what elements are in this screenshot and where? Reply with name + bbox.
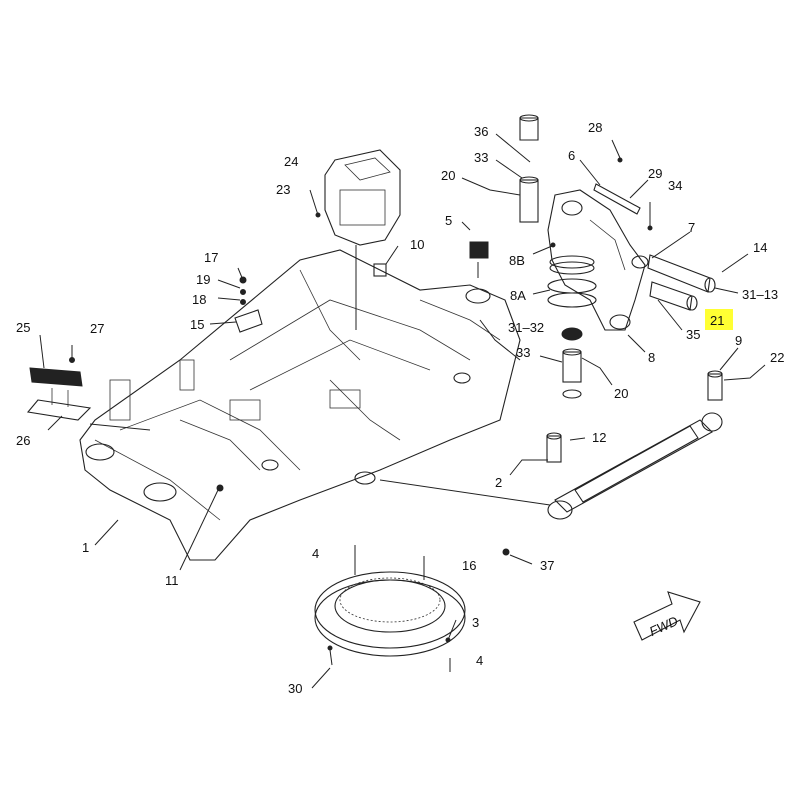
- label-3: 3: [472, 615, 479, 630]
- label-36: 36: [474, 124, 488, 139]
- label-4b: 4: [476, 653, 483, 668]
- label-31-32: 31–32: [508, 320, 544, 335]
- label-33b: 33: [516, 345, 530, 360]
- label-15: 15: [190, 317, 204, 332]
- label-17: 17: [204, 250, 218, 265]
- callout-labels: 1 2 3 4 4 5 6 7 8 8A 8B 9 10 11 12 14 15…: [16, 120, 784, 696]
- leader-lines-frame: [94, 319, 551, 571]
- label-35: 35: [686, 327, 700, 342]
- label-4a: 4: [312, 546, 319, 561]
- swing-bearing-ring: [311, 545, 466, 689]
- label-6: 6: [568, 148, 575, 163]
- terminal-block-25: [26, 334, 151, 431]
- pin-14: [647, 253, 749, 294]
- pin-stack-upper: [461, 114, 539, 223]
- label-29: 29: [648, 166, 662, 181]
- label-8a: 8A: [510, 288, 526, 303]
- highlight-21: [705, 309, 733, 330]
- label-25: 25: [16, 320, 30, 335]
- label-9: 9: [735, 333, 742, 348]
- label-18: 18: [192, 292, 206, 307]
- label-23: 23: [276, 182, 290, 197]
- label-14: 14: [753, 240, 767, 255]
- label-28: 28: [588, 120, 602, 135]
- strip-29: [593, 139, 653, 231]
- label-20b: 20: [614, 386, 628, 401]
- label-20a: 20: [441, 168, 455, 183]
- label-10: 10: [410, 237, 424, 252]
- bolt-bracket-15: [209, 267, 263, 333]
- label-34: 34: [668, 178, 682, 193]
- pin-21: [649, 231, 698, 331]
- fwd-label: FWD: [647, 613, 680, 639]
- label-37: 37: [540, 558, 554, 573]
- label-33a: 33: [474, 150, 488, 165]
- label-27: 27: [90, 321, 104, 336]
- label-12: 12: [592, 430, 606, 445]
- label-8: 8: [648, 350, 655, 365]
- label-8b: 8B: [509, 253, 525, 268]
- fwd-arrow-icon: FWD: [633, 591, 701, 641]
- label-19: 19: [196, 272, 210, 287]
- main-frame: [79, 249, 521, 561]
- label-22: 22: [770, 350, 784, 365]
- label-11: 11: [165, 573, 179, 588]
- label-7: 7: [688, 220, 695, 235]
- label-31-13: 31–13: [742, 287, 778, 302]
- label-1: 1: [82, 540, 89, 555]
- label-30: 30: [288, 681, 302, 696]
- label-2: 2: [495, 475, 502, 490]
- label-21: 21: [710, 313, 724, 328]
- washer-set-8a-8b: [532, 242, 597, 341]
- pin-stack-lower: [539, 348, 613, 399]
- label-16: 16: [462, 558, 476, 573]
- clip-10: [373, 245, 399, 277]
- fastener-37: [502, 548, 533, 565]
- pin-9: [707, 347, 766, 401]
- bushing-5: [461, 221, 489, 278]
- label-24: 24: [284, 154, 298, 169]
- boom-cylinder: [509, 412, 723, 520]
- swivel-motor-assembly: [309, 149, 401, 330]
- label-5: 5: [445, 213, 452, 228]
- label-26: 26: [16, 433, 30, 448]
